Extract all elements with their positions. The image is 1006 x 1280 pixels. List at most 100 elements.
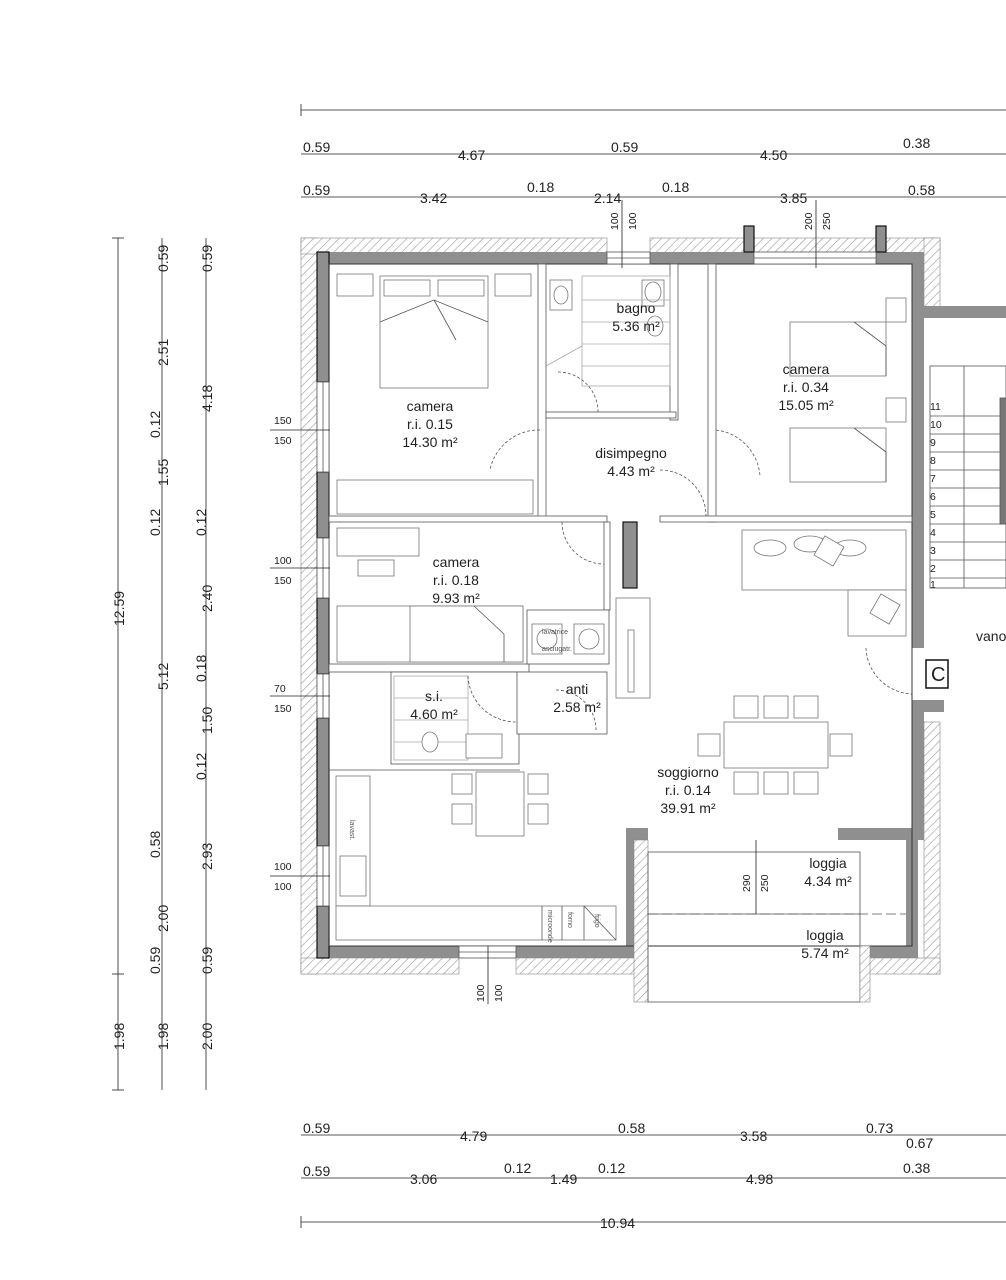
si-name: s.i. [425,688,443,704]
dim-top-2-e: 0.18 [662,179,689,195]
microonde-label: microonde [546,910,553,943]
doors [467,371,913,731]
dim-mid-6: 5.12 [155,663,171,690]
top-dimension-labels: 0.59 4.67 0.59 4.50 0.38 0.59 3.42 0.18 … [303,135,935,206]
soggiorno-area: 39.91 m² [660,800,716,816]
camera2-name: camera [783,361,830,377]
lavatrice-label: lavatrice [542,629,568,636]
dim-in-7: 0.12 [193,753,209,780]
dim-in-1: 0.59 [199,245,215,272]
camera1-name: camera [407,398,454,414]
stair-step-5: 5 [930,509,936,521]
stair-step-9: 9 [930,437,936,449]
dim-bot-2-g: 0.38 [903,1160,930,1176]
dim-bot-2-d: 1.49 [550,1171,577,1187]
fixture-labels: lavatrice asciugatr. lavast. microonde f… [348,629,600,943]
dim-bot-2-c: 0.12 [504,1160,531,1176]
lavast-label: lavast. [348,820,355,840]
bagno-area: 5.36 m² [612,318,660,334]
win3-b: 150 [274,703,292,715]
anti-name: anti [566,681,589,697]
stair-label: vano [976,628,1006,644]
room-labels: camera r.i. 0.15 14.30 m² bagno 5.36 m² … [402,300,852,961]
win-loggia-b: 250 [759,874,771,892]
frigo-label: frigo [593,914,600,928]
interior-partitions [328,263,913,947]
soggiorno-ri: r.i. 0.14 [665,782,711,798]
dim-mid-1: 0.59 [155,245,171,272]
win1-b: 150 [274,435,292,447]
camera1-ri: r.i. 0.15 [407,416,453,432]
win-loggia-a: 290 [741,874,753,892]
dim-top-1-a: 0.59 [303,139,330,155]
soggiorno-name: soggiorno [657,764,719,780]
marker-c: C [931,664,945,686]
win-bottom-a: 100 [475,984,487,1002]
furniture [335,273,907,941]
disimpegno-area: 4.43 m² [607,463,655,479]
dim-mid-7: 0.58 [147,831,163,858]
loggia2-name: loggia [806,927,844,943]
loggia1-name: loggia [809,855,847,871]
dim-top-2-a: 0.59 [303,182,330,198]
dim-bot-1-f: 0.67 [906,1135,933,1151]
stair-numbers: 11 10 9 8 7 6 5 4 3 2 1 [930,401,942,591]
dim-top-2-d: 2.14 [594,190,621,206]
dim-bot-2-a: 0.59 [303,1163,330,1179]
dim-in-9: 0.59 [199,947,215,974]
dim-top-1-c: 0.59 [611,139,638,155]
camera1-area: 14.30 m² [402,434,458,450]
dimension-lines [112,104,1006,1228]
si-area: 4.60 m² [410,706,458,722]
dim-in-3: 0.12 [193,509,209,536]
dim-bot-2-e: 0.12 [598,1160,625,1176]
dim-in-8: 2.93 [199,843,215,870]
stair-step-2: 2 [930,563,936,575]
dim-in-6: 1.50 [199,707,215,734]
dim-top-1-e: 0.38 [903,135,930,151]
dim-top-1-d: 4.50 [760,147,787,163]
asciugatrice-label: asciugatr. [542,646,572,653]
bottom-dimension-labels: 0.59 4.79 0.58 3.58 0.73 0.67 0.59 3.06 … [303,1120,933,1231]
dim-top-2-g: 0.58 [908,182,935,198]
dim-left-outer-bottom: 1.98 [111,1023,127,1050]
dim-mid-5: 0.12 [147,509,163,536]
dim-left-total: 12.59 [111,591,127,626]
win2-a: 100 [274,555,292,567]
dim-top-2-b: 3.42 [420,190,447,206]
dim-bot-1-a: 0.59 [303,1120,330,1136]
dim-top-2-c: 0.18 [527,179,554,195]
dim-mid-9: 0.59 [147,947,163,974]
dim-bot-1-d: 3.58 [740,1128,767,1144]
marker-box [925,659,949,689]
stairs [929,365,1006,589]
dim-top-2-f: 3.85 [780,190,807,206]
loggia1-area: 4.34 m² [804,873,852,889]
win4-a: 100 [274,861,292,873]
dim-mid-4: 1.55 [155,459,171,486]
camera3-area: 9.93 m² [432,590,480,606]
dim-in-4: 2.40 [199,585,215,612]
stair-step-10: 10 [930,419,942,431]
win4-b: 100 [274,881,292,893]
dim-bot-total: 10.94 [600,1215,635,1231]
stair-step-1: 1 [930,579,936,591]
dim-mid-3: 0.12 [147,411,163,438]
dim-bot-1-b: 4.79 [460,1128,487,1144]
win1-a: 150 [274,415,292,427]
dim-bot-2-f: 4.98 [746,1171,773,1187]
win3-a: 70 [274,683,286,695]
win-top-camera-b: 250 [821,212,833,230]
dim-mid-10: 1.98 [155,1023,171,1050]
win-bottom-b: 100 [493,984,505,1002]
dim-mid-8: 2.00 [155,905,171,932]
win-top-camera-a: 200 [803,212,815,230]
dim-bot-2-b: 3.06 [410,1171,437,1187]
camera2-ri: r.i. 0.34 [783,379,829,395]
dim-bot-1-e: 0.73 [866,1120,893,1136]
stair-step-3: 3 [930,545,936,557]
win-top-bagno-a: 100 [609,212,621,230]
anti-area: 2.58 m² [553,699,601,715]
